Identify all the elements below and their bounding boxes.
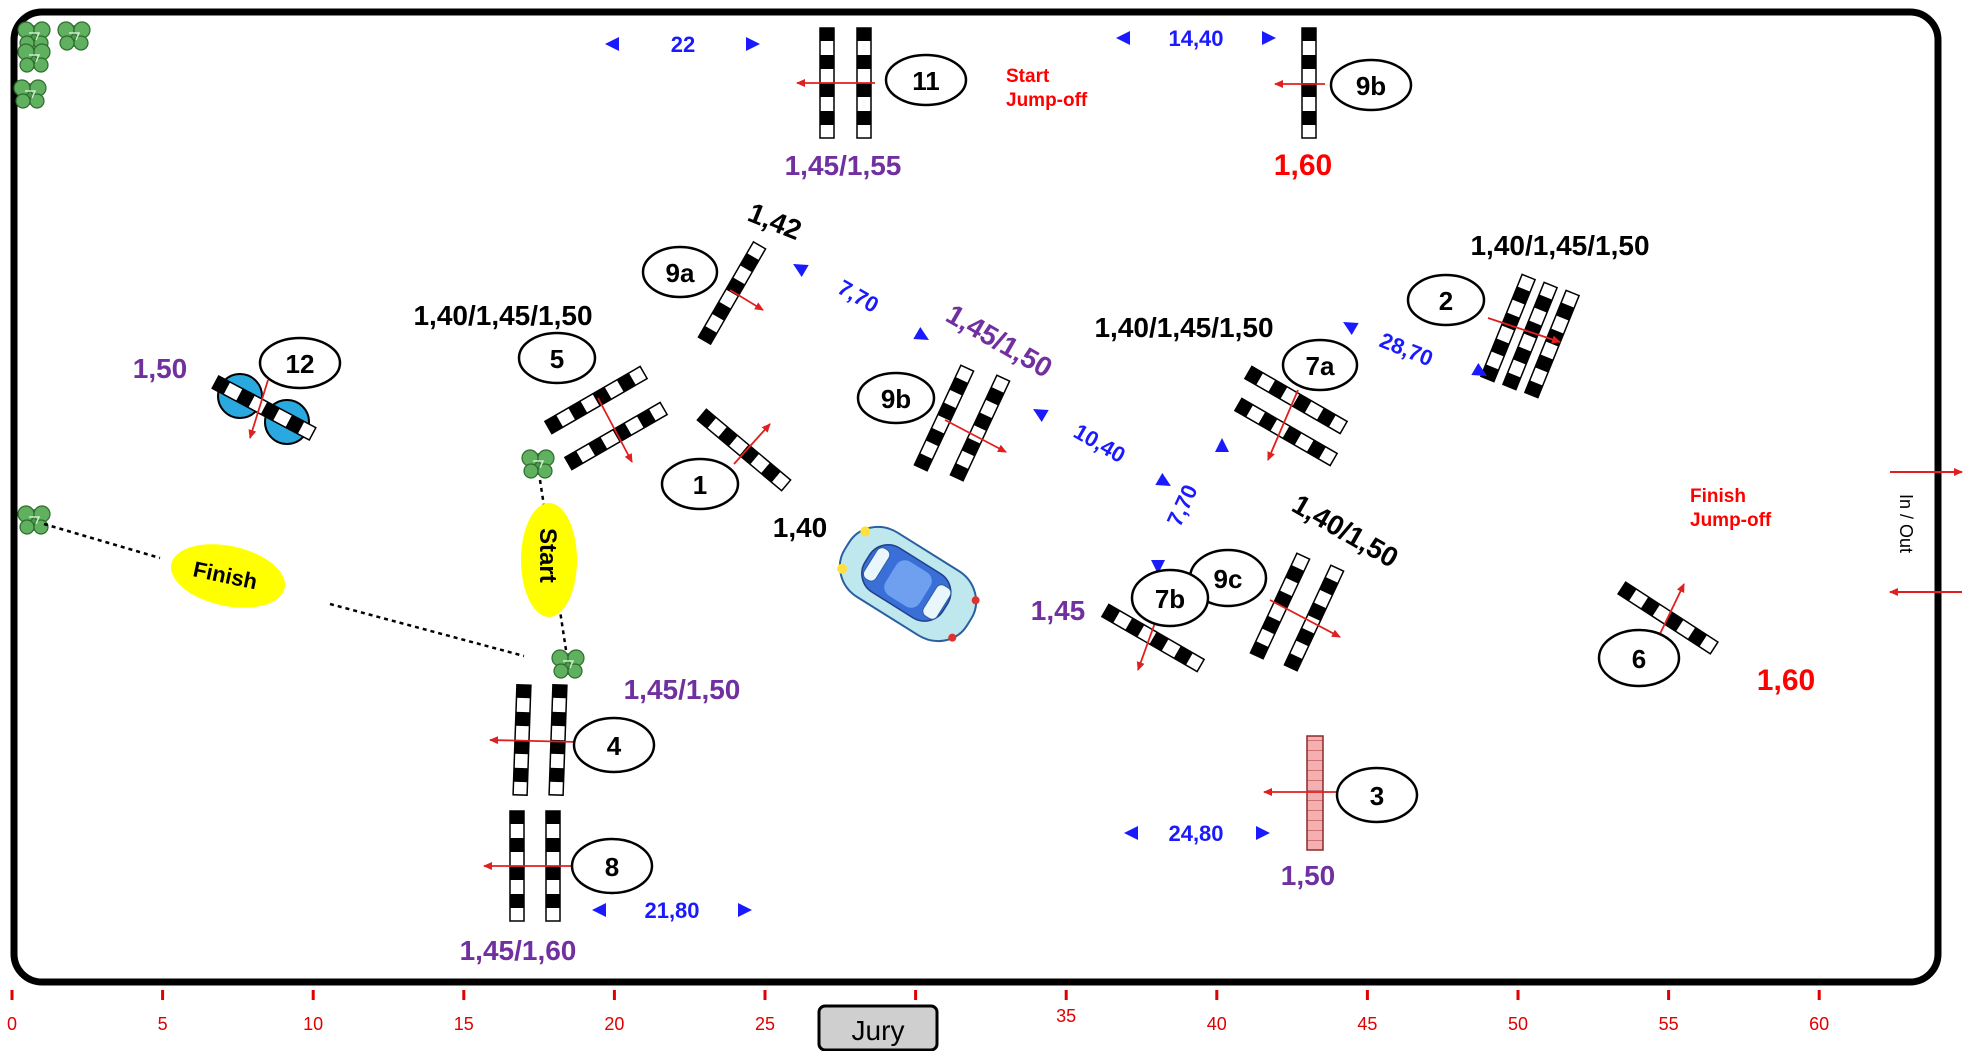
finish-jumpoff-label: Finish xyxy=(1690,486,1746,507)
obstacle-9b: 9b 1,45/1,50 xyxy=(856,298,1058,482)
svg-text:In / Out: In / Out xyxy=(1896,494,1916,553)
tree-icon xyxy=(17,505,51,535)
start-marker: Start xyxy=(521,503,577,617)
distance-marker: 28,70 xyxy=(1339,315,1491,383)
svg-text:7,70: 7,70 xyxy=(834,275,884,318)
height-label: 1,40/1,45/1,50 xyxy=(1470,230,1649,261)
scale-tick-label: 60 xyxy=(1809,1014,1829,1034)
distance-marker: 24,80 xyxy=(1124,821,1270,846)
obstacle-6: 6 1,60 xyxy=(1597,581,1815,697)
tree-icon xyxy=(17,43,51,73)
height-label: 1,42 xyxy=(744,197,806,246)
height-label: 1,40 xyxy=(773,512,828,543)
height-label: 1,60 xyxy=(1757,664,1815,697)
tree-icon xyxy=(551,649,585,679)
obstacle-9c: 9c 1,40/1,50 xyxy=(1188,488,1404,672)
in-out-marker: In / Out xyxy=(1889,468,1963,596)
svg-text:22: 22 xyxy=(671,32,695,57)
obstacle-number: 11 xyxy=(912,66,940,96)
svg-text:10,40: 10,40 xyxy=(1070,419,1130,468)
height-label: 1,40/1,45/1,50 xyxy=(1094,312,1273,343)
arena-border xyxy=(10,8,1942,986)
scale-tick-label: 25 xyxy=(755,1014,775,1034)
obstacle-number: 7b xyxy=(1155,584,1185,614)
height-label: 1,45/1,50 xyxy=(624,674,741,705)
obstacle-number: 4 xyxy=(607,731,622,761)
jury-box: Jury xyxy=(817,1004,939,1051)
scale-tick-label: 55 xyxy=(1659,1014,1679,1034)
svg-text:Jury: Jury xyxy=(852,1015,905,1046)
svg-text:24,80: 24,80 xyxy=(1168,821,1223,846)
obstacle-number: 9c xyxy=(1214,564,1243,594)
finish-jumpoff-label: Jump-off xyxy=(1690,510,1772,531)
finish-marker: Finish xyxy=(170,544,286,608)
scale-tick-label: 45 xyxy=(1357,1014,1377,1034)
tree-icon xyxy=(57,21,91,51)
height-label: 1,45 xyxy=(1031,595,1086,626)
obstacle-number: 7a xyxy=(1306,351,1335,381)
car-icon xyxy=(837,525,980,643)
scale-tick-label: 10 xyxy=(303,1014,323,1034)
obstacle-5: 5 1,40/1,45/1,50 xyxy=(413,300,668,471)
height-label: 1,60 xyxy=(1274,149,1332,182)
height-label: 1,45/1,60 xyxy=(460,935,577,966)
scale-tick-label: 20 xyxy=(604,1014,624,1034)
obstacle-11: 11 1,45/1,55 xyxy=(785,27,968,181)
start-jumpoff-label: Jump-off xyxy=(1006,90,1088,111)
obstacle-2: 2 1,40/1,45/1,50 xyxy=(1406,230,1650,399)
obstacle-1: 1 1,40 xyxy=(660,408,828,543)
distance-marker: 21,80 xyxy=(592,898,752,923)
start-jumpoff-label: Start xyxy=(1006,66,1050,87)
tree-icon xyxy=(13,79,47,109)
obstacle-number: 1 xyxy=(693,470,707,500)
obstacle-number: 6 xyxy=(1632,644,1646,674)
tree-icon xyxy=(521,449,555,479)
distance-marker: 10,40 xyxy=(1029,402,1175,493)
distance-marker: 22 xyxy=(605,32,760,57)
height-label: 1,45/1,55 xyxy=(785,150,902,181)
obstacle-9a: 9a 1,42 xyxy=(641,197,806,345)
distance-marker: 14,40 xyxy=(1116,26,1276,51)
obstacle-number: 2 xyxy=(1439,286,1453,316)
scale-tick-label: 5 xyxy=(158,1014,168,1034)
distance-marker: 7,70 xyxy=(789,257,933,347)
scale-tick-label: 40 xyxy=(1207,1014,1227,1034)
obstacle-7b: 7b 1,45 xyxy=(1031,568,1210,673)
finish-line xyxy=(43,522,161,560)
scale-ruler: 0 5 10 15 20 25 35 40 45 50 55 60 xyxy=(7,990,1829,1034)
obstacle-4: 4 1,45/1,50 xyxy=(489,674,741,796)
svg-text:Start: Start xyxy=(534,528,561,583)
scale-tick-label: 35 xyxy=(1056,1006,1076,1026)
obstacle-number: 8 xyxy=(605,852,619,882)
height-label: 1,40/1,45/1,50 xyxy=(413,300,592,331)
height-label: 1,50 xyxy=(1281,860,1336,891)
height-label: 1,50 xyxy=(133,353,188,384)
scale-tick-label: 15 xyxy=(454,1014,474,1034)
svg-text:28,70: 28,70 xyxy=(1376,327,1436,371)
obstacle-number: 3 xyxy=(1370,781,1384,811)
obstacle-number: 9a xyxy=(666,258,695,288)
obstacle-10: 9b 1,60 xyxy=(1274,27,1413,182)
svg-text:14,40: 14,40 xyxy=(1168,26,1223,51)
obstacle-8: 8 1,45/1,60 xyxy=(460,810,654,966)
obstacle-7a: 7a 1,40/1,45/1,50 xyxy=(1094,312,1359,467)
obstacle-number: 12 xyxy=(286,349,315,379)
finish-line xyxy=(329,602,525,658)
obstacle-3: 3 1,50 xyxy=(1263,735,1419,891)
scale-tick-label: 0 xyxy=(7,1014,17,1034)
obstacle-number: 9b xyxy=(1356,71,1386,101)
obstacle-number: 5 xyxy=(550,344,564,374)
scale-tick-label: 50 xyxy=(1508,1014,1528,1034)
svg-text:21,80: 21,80 xyxy=(644,898,699,923)
obstacle-number: 9b xyxy=(881,384,911,414)
obstacle-12: 12 1,50 xyxy=(133,336,342,445)
svg-text:7,70: 7,70 xyxy=(1162,481,1203,530)
